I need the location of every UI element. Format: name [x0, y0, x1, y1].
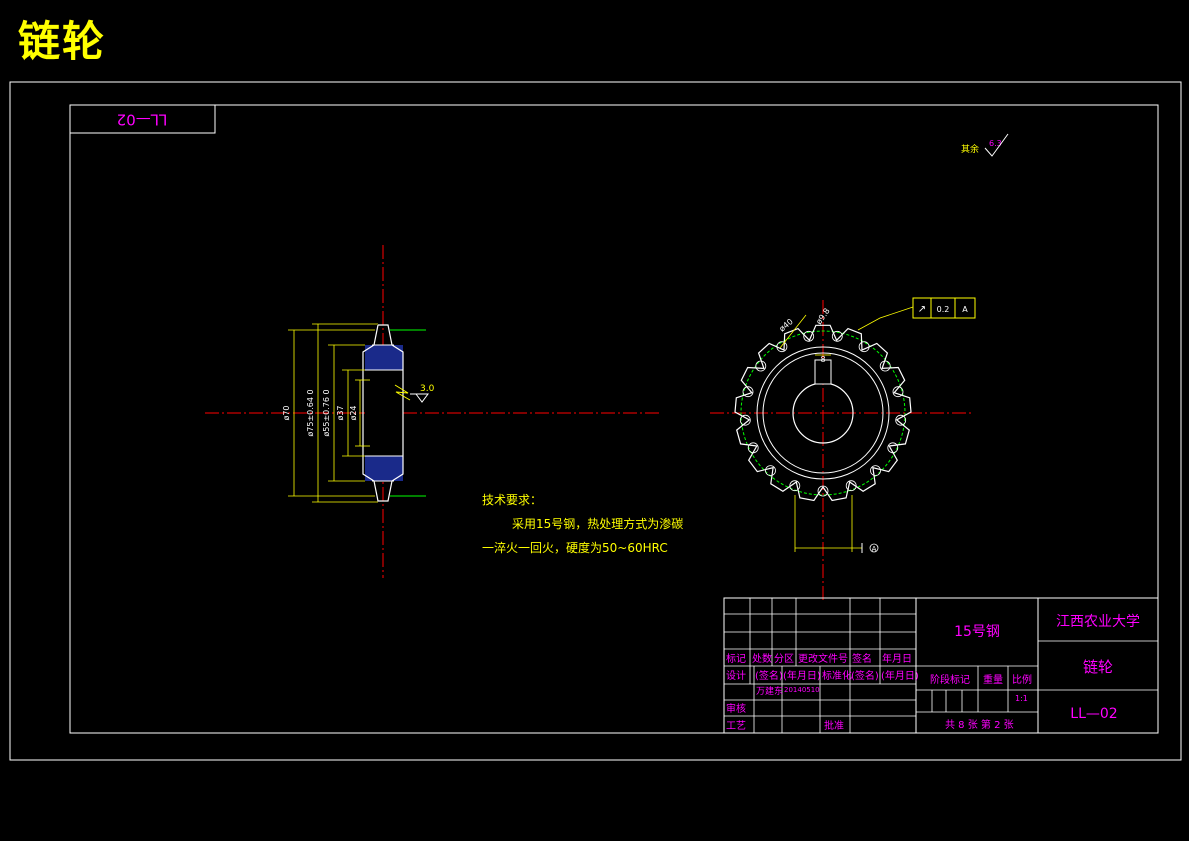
tb-approve: 批准 [824, 719, 844, 732]
drawing-number-box [69, 104, 216, 134]
outer-frame [9, 81, 1182, 761]
dim-d70: ø70 [282, 405, 291, 420]
tb-count: 处数 [752, 652, 772, 665]
tb-sheets: 共 8 张 第 2 张 [945, 718, 1014, 731]
keyway [814, 359, 832, 385]
tooth-root-arc [789, 480, 801, 492]
front-view: 8 A ø40 ø9.8 ↗ 0.2 A [710, 297, 976, 600]
tooth-root-arc [776, 341, 788, 353]
tb-date: 年月日 [882, 652, 912, 665]
tb-weight: 重量 [983, 673, 1003, 686]
tooth-root-arc [742, 386, 754, 398]
roughness-value: 6.3 [989, 139, 1002, 148]
tooth-root-arc [895, 414, 907, 426]
tooth-root-arc [887, 442, 899, 454]
tb-review: 审核 [726, 702, 746, 715]
tooth-root-arc [892, 386, 904, 398]
runout-icon: ↗ [918, 304, 926, 315]
tooth-root-arc [765, 465, 776, 477]
tb-change-doc: 更改文件号 [798, 652, 848, 665]
tb-part-name: 链轮 [1083, 658, 1113, 676]
pitch-circle [740, 330, 906, 496]
dim-d37: ø37 [336, 405, 345, 420]
tb-design: 设计 [726, 669, 746, 682]
side-view: ø70 ø75±0.64 0 ø55±0.76 0 ø37 ø24 3.0 [205, 245, 660, 578]
inner-frame [69, 104, 1159, 734]
chamfer-symbol-icon [410, 393, 429, 403]
tolerance-frame [912, 297, 976, 319]
tolerance-datum: A [962, 305, 968, 314]
tb-sign2: (签名) [851, 669, 879, 682]
tech-line-2: 一淬火一回火，硬度为50~60HRC [482, 540, 668, 555]
tooth-root-arc [858, 341, 870, 353]
tb-signature: 签名 [852, 652, 872, 665]
roughness-symbol-icon [984, 133, 1009, 157]
tb-drawing-no: LL—02 [1070, 706, 1117, 722]
dim-d98: ø9.8 [814, 307, 831, 327]
tb-scale: 比例 [1012, 673, 1032, 686]
tolerance-value: 0.2 [937, 305, 950, 314]
tooth-root-arc [803, 330, 815, 342]
dim-keyway: 8 [820, 355, 825, 364]
tb-design-date: 20140510 [784, 686, 820, 694]
datum-symbol-icon [869, 543, 879, 553]
tooth-root-arc [870, 465, 881, 477]
roughness-label: 其余 [961, 143, 979, 155]
tb-zone: 分区 [774, 653, 794, 665]
hub-circle [756, 346, 890, 480]
tb-process: 工艺 [726, 720, 746, 732]
tb-sign: (签名) [755, 669, 783, 682]
sprocket-teeth [734, 324, 912, 502]
tech-line-1: 采用15号钢，热处理方式为渗碳 [512, 516, 683, 531]
tb-mark: 标记 [726, 653, 746, 665]
tooth-root-arc [879, 360, 891, 372]
page-title: 链轮 [18, 17, 107, 66]
tooth-root-arc [831, 330, 843, 342]
tb-date2: (年月日) [881, 669, 919, 682]
dim-d24: ø24 [349, 405, 358, 420]
drawing-number-rotated: LL—02 [117, 111, 168, 129]
tooth-root-arc [739, 414, 751, 426]
tooth-root-arc [747, 442, 759, 454]
dim-d75: ø75±0.64 0 [306, 389, 315, 436]
tb-scale-value: 1:1 [1015, 694, 1028, 703]
tb-stage: 阶段标记 [930, 673, 970, 686]
tech-heading: 技术要求： [482, 493, 542, 507]
tooth-root-arc [845, 480, 857, 492]
tooth-root-arc [817, 485, 829, 497]
dim-d55: ø55±0.76 0 [322, 389, 331, 436]
tb-school: 江西农业大学 [1056, 614, 1140, 630]
datum-label: A [872, 545, 877, 553]
tb-designer: 万建东 [756, 685, 783, 697]
chamfer-value: 3.0 [420, 384, 435, 394]
tooth-root-arc [755, 360, 767, 372]
tb-material: 15号钢 [954, 624, 1000, 640]
title-block: 15号钢 江西农业大学 链轮 LL—02 标记 处数 分区 更改文件号 签名 年… [723, 597, 1159, 734]
tb-sign-date: (年月日) [783, 669, 821, 682]
tb-standard: 标准化 [822, 669, 852, 682]
